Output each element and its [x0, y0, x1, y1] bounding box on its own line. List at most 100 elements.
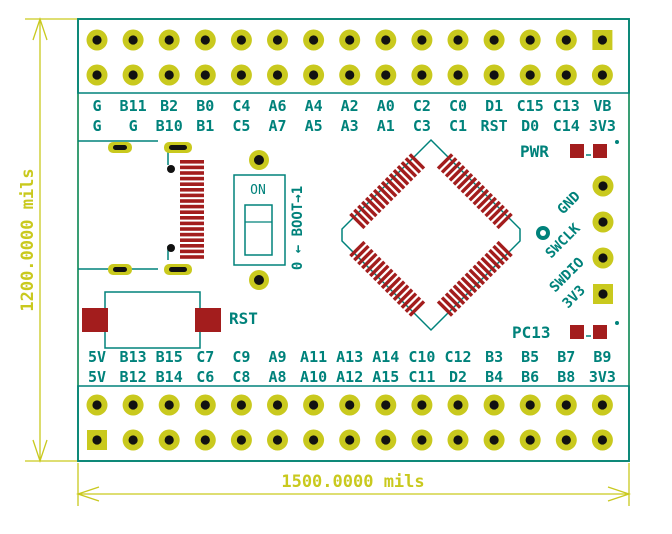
usb-pin-pad	[180, 255, 204, 259]
pin-label: A15	[372, 368, 399, 386]
usb-pin-pad	[180, 165, 204, 170]
mcu-pin-pad	[376, 184, 394, 202]
header-pad	[194, 429, 216, 451]
pin-label: B2	[160, 97, 178, 115]
swd-label: GND	[555, 189, 584, 218]
width-dimension	[75, 463, 632, 506]
mcu-pin-pad	[472, 264, 490, 282]
header-pad	[591, 64, 613, 86]
header-pad	[411, 64, 433, 86]
mcu-pin-pad	[369, 192, 386, 210]
usb-pin-pad	[180, 171, 204, 175]
mcu-pin-pad	[361, 252, 378, 270]
mcu-pin-pad	[376, 268, 394, 286]
header-pad	[483, 64, 505, 86]
pin-label: A4	[305, 97, 323, 115]
mcu-pin-pad	[388, 280, 406, 297]
pin-label: A2	[341, 97, 359, 115]
pin-label: G	[92, 97, 101, 115]
swd-header	[536, 175, 614, 304]
mcu-pin-pad	[400, 161, 418, 178]
pin-label: B12	[120, 368, 147, 386]
usb-pin-pad	[180, 193, 204, 198]
header-pad	[519, 64, 541, 86]
usb-pin-pad	[180, 160, 204, 164]
mcu-pin-pad	[464, 180, 482, 198]
header-pad	[447, 394, 469, 416]
usb-pin-pad	[180, 199, 204, 203]
header-pad	[194, 29, 216, 51]
header-pad	[339, 64, 361, 86]
usb-pin-pad	[180, 182, 204, 186]
mcu-pin-pad	[349, 240, 366, 258]
mcu-pin-pad	[492, 208, 509, 226]
usb-pin-pad	[180, 176, 204, 181]
boot-label: 0 ← BOOT→1	[290, 186, 306, 270]
mcu-pin-pad	[436, 153, 454, 170]
height-dimension	[25, 16, 78, 464]
mcu-chip	[341, 138, 521, 332]
header-pad	[158, 64, 180, 86]
pin-label: C0	[449, 97, 467, 115]
header-pad	[267, 29, 288, 51]
boot-switch	[233, 150, 286, 290]
pin-label: D0	[521, 117, 539, 135]
pin-label: RST	[481, 117, 508, 135]
usb-connector	[78, 140, 204, 275]
rst-label: RST	[229, 309, 258, 328]
mcu-pin-pad	[436, 300, 454, 317]
header-pad	[303, 64, 325, 86]
mcu-pin-pad	[468, 184, 486, 202]
header-pad	[230, 394, 252, 416]
pin-label: B10	[156, 117, 183, 135]
usb-pin-pad	[180, 188, 204, 192]
usb-pin-pad	[180, 210, 204, 214]
mcu-pin-pad	[404, 296, 422, 313]
header-pad	[230, 64, 252, 86]
pin-label: C5	[232, 117, 250, 135]
pin-label: A9	[268, 348, 286, 366]
mcu-pin-pad	[480, 256, 497, 274]
pin-label: A14	[372, 348, 399, 366]
header-pad	[303, 394, 325, 416]
height-dimension-label: 1200.0000 mils	[18, 168, 38, 311]
header-pad	[86, 64, 108, 86]
pwr-label: PWR	[520, 142, 549, 161]
pin-label: A7	[268, 117, 286, 135]
header-pad	[86, 394, 108, 416]
mcu-pin-pad	[488, 204, 505, 222]
pin-label: B3	[485, 348, 503, 366]
pin-label: B1	[196, 117, 214, 135]
pin-label: VB	[593, 97, 611, 115]
header-pad	[122, 429, 144, 451]
mcu-pin-pad	[372, 264, 390, 282]
header-pad	[87, 430, 107, 450]
pin-label: B8	[557, 368, 575, 386]
mcu-pin-pad	[357, 248, 374, 266]
mcu-pin-pad	[365, 196, 382, 214]
pin-label: B11	[120, 97, 147, 115]
pin-label: 5V	[88, 368, 106, 386]
pin-label: 3V3	[589, 117, 616, 135]
header-pad	[555, 429, 577, 451]
switch-on-label: ON	[250, 183, 266, 198]
mcu-pin-pad	[380, 180, 398, 198]
header-pad	[519, 429, 541, 451]
usb-pin-pad	[180, 232, 204, 237]
mcu-pin-pad	[480, 196, 497, 214]
header-pad	[267, 429, 288, 451]
mcu-pin-pad	[396, 288, 414, 305]
swd-pad	[592, 211, 614, 233]
pin-label: C15	[517, 97, 544, 115]
mcu-pin-pad	[408, 153, 426, 170]
mcu-pin-pad	[464, 272, 482, 290]
mcu-pin-pad	[396, 165, 414, 182]
mcu-pin-pad	[361, 200, 378, 218]
mcu-pin-pad	[388, 173, 406, 190]
pin-label: B9	[593, 348, 611, 366]
pin-label: A13	[336, 348, 363, 366]
pin-label: B7	[557, 348, 575, 366]
